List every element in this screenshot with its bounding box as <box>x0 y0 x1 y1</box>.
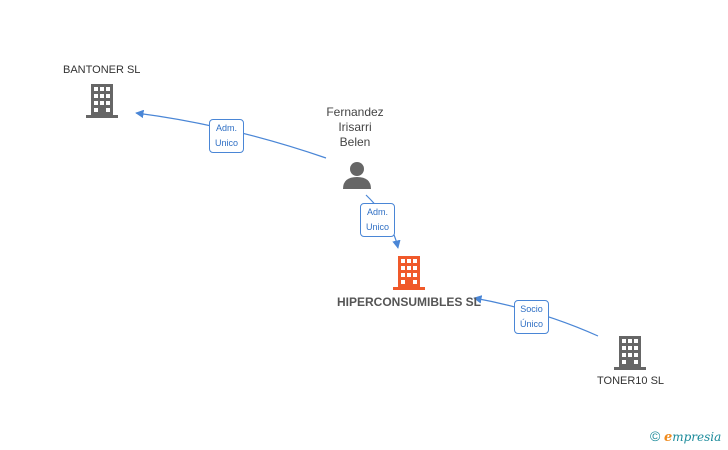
edge-label-line: Único <box>520 319 544 329</box>
node-label-main[interactable]: HIPERCONSUMIBLES SL <box>337 295 482 309</box>
brand-logo-e: e <box>663 430 673 445</box>
edge-label-line: Unico <box>215 138 239 148</box>
building-icon-main[interactable] <box>393 256 425 295</box>
brand-footer: © empresia <box>650 428 721 445</box>
person-name-line-2: Irisarri <box>338 120 372 134</box>
edge-label-person-main[interactable]: Adm. Unico <box>360 203 396 237</box>
edge-label-line: Unico <box>366 222 390 232</box>
edge-label-line: Adm. <box>367 207 389 217</box>
node-label-bantoner[interactable]: BANTONER SL <box>63 64 141 76</box>
building-icon[interactable] <box>86 84 118 123</box>
copyright-symbol: © <box>650 428 661 444</box>
person-name[interactable]: Fernandez Irisarri Belen <box>315 105 395 150</box>
person-icon[interactable] <box>342 160 372 195</box>
edge-label-person-bantoner[interactable]: Adm. Unico <box>209 119 245 153</box>
edge-label-line: Adm. <box>216 123 238 133</box>
edge-label-line: Socio <box>520 304 543 314</box>
edge-label-toner10-main[interactable]: Socio Único <box>514 300 550 334</box>
person-name-line-3: Belen <box>339 135 371 149</box>
building-icon-toner10[interactable] <box>614 336 646 375</box>
person-name-line-1: Fernandez <box>326 105 384 119</box>
node-label-toner10[interactable]: TONER10 SL <box>597 375 665 387</box>
brand-logo-text: mpresia <box>672 430 722 444</box>
